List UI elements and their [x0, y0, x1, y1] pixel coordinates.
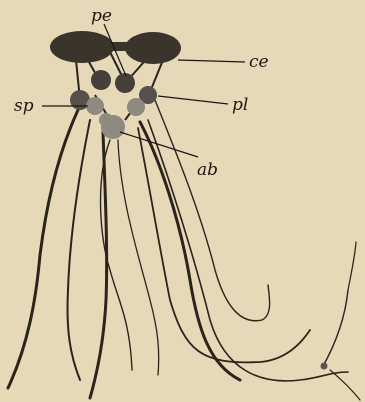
label-ab: ab: [197, 160, 218, 180]
small-peripheral-ganglion: [321, 363, 328, 370]
label-ce: ce: [249, 52, 269, 72]
label-pe: pe: [91, 6, 112, 26]
label-pl: pl: [232, 95, 248, 115]
label-sp: sp: [14, 96, 34, 116]
